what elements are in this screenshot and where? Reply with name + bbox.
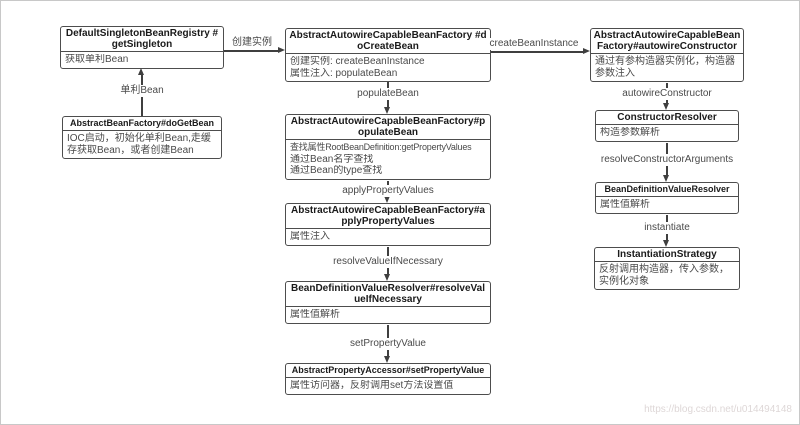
- arrow-up-icon: [138, 68, 144, 75]
- arrow-right-icon: [583, 48, 590, 54]
- node-autowire-constructor: AbstractAutowireCapableBeanFactory#autow…: [590, 28, 744, 82]
- edge-label-populate-bean: populateBean: [354, 88, 422, 100]
- edge-label-resolve-value-if-necessary: resolveValueIfNecessary: [330, 256, 446, 268]
- node-body: 反射调用构造器，传入参数，实例化对象: [595, 262, 739, 289]
- node-title: AbstractPropertyAccessor#setPropertyValu…: [286, 364, 490, 378]
- node-set-property-value: AbstractPropertyAccessor#setPropertyValu…: [285, 363, 491, 395]
- arrow-down-icon: [384, 274, 390, 281]
- node-bean-definition-value-resolver: BeanDefinitionValueResolver 属性值解析: [595, 182, 739, 214]
- arrow-down-icon: [384, 356, 390, 363]
- node-resolve-value-if-necessary: BeanDefinitionValueResolver#resolveValue…: [285, 281, 491, 324]
- edge-line-create-bean-instance: [491, 51, 583, 53]
- node-title: AbstractAutowireCapableBeanFactory#autow…: [591, 29, 743, 54]
- node-body-line: 获取单利Bean: [65, 54, 129, 65]
- node-title: InstantiationStrategy: [595, 248, 739, 262]
- arrow-right-icon: [278, 47, 285, 53]
- arrow-down-icon: [663, 240, 669, 247]
- node-body: 通过有参构造器实例化，构造器参数注入: [591, 54, 743, 81]
- node-constructor-resolver: ConstructorResolver 构造参数解析: [595, 110, 739, 142]
- edge-label-create-bean-instance: createBeanInstance: [486, 38, 582, 50]
- edge-line-create-instance: [224, 50, 278, 52]
- node-do-get-bean: AbstractBeanFactory#doGetBean IOC启动，初始化单…: [62, 116, 222, 159]
- node-body-line: 属性值解析: [600, 199, 650, 210]
- node-populate-bean: AbstractAutowireCapableBeanFactory#popul…: [285, 114, 491, 180]
- node-apply-property-values: AbstractAutowireCapableBeanFactory#apply…: [285, 203, 491, 246]
- node-do-create-bean: AbstractAutowireCapableBeanFactory #doCr…: [285, 28, 491, 82]
- arrow-down-icon: [663, 175, 669, 182]
- node-body: 属性值解析: [596, 197, 738, 213]
- node-body: 创建实例: createBeanInstance 属性注入: populateB…: [286, 54, 490, 81]
- node-title: BeanDefinitionValueResolver#resolveValue…: [286, 282, 490, 307]
- node-body: 获取单利Bean: [61, 52, 223, 68]
- node-body-line: 属性访问器，反射调用set方法设置值: [290, 380, 454, 391]
- node-title: ConstructorResolver: [596, 111, 738, 125]
- edge-label-instantiate: instantiate: [641, 222, 693, 234]
- edge-label-resolve-constructor-arguments: resolveConstructorArguments: [597, 154, 737, 166]
- node-body-line: 通过有参构造器实例化，构造器参数注入: [595, 56, 735, 79]
- edge-label-set-property-value: setPropertyValue: [347, 338, 429, 350]
- node-body: IOC启动，初始化单利Bean,走缓存获取Bean，或者创建Bean: [63, 131, 221, 158]
- node-body-line: 属性注入: populateBean: [290, 67, 398, 79]
- node-title: AbstractAutowireCapableBeanFactory#apply…: [286, 204, 490, 229]
- node-title: AbstractAutowireCapableBeanFactory#popul…: [286, 115, 490, 140]
- arrow-down-icon: [384, 196, 390, 203]
- node-body-line: 构造参数解析: [600, 127, 660, 138]
- arrow-down-icon: [384, 107, 390, 114]
- node-body-line: 查找属性RootBeanDefinition:getPropertyValues: [290, 142, 472, 152]
- node-body-line: 反射调用构造器，传入参数，实例化对象: [599, 264, 729, 287]
- node-body-line: 属性值解析: [290, 309, 340, 320]
- node-get-singleton: DefaultSingletonBeanRegistry #getSinglet…: [60, 26, 224, 69]
- node-title: BeanDefinitionValueResolver: [596, 183, 738, 197]
- edge-label-apply-property-values: applyPropertyValues: [339, 185, 437, 197]
- node-body: 属性注入: [286, 229, 490, 245]
- node-title: DefaultSingletonBeanRegistry #getSinglet…: [61, 27, 223, 52]
- edge-label-singleton-bean: 单利Bean: [117, 85, 167, 97]
- watermark: https://blog.csdn.net/u014494148: [644, 404, 792, 415]
- node-body-line: 创建实例: createBeanInstance: [290, 56, 425, 67]
- edge-label-create-instance: 创建实例: [229, 37, 275, 49]
- node-title: AbstractAutowireCapableBeanFactory #doCr…: [286, 29, 490, 54]
- node-body: 构造参数解析: [596, 125, 738, 141]
- node-body-line: 通过Bean的type查找: [290, 165, 383, 176]
- node-title: AbstractBeanFactory#doGetBean: [63, 117, 221, 131]
- node-body-line: 属性注入: [290, 231, 330, 242]
- edge-label-autowire-constructor: autowireConstructor: [619, 88, 715, 100]
- node-body: 属性值解析: [286, 307, 490, 323]
- node-instantiation-strategy: InstantiationStrategy 反射调用构造器，传入参数，实例化对象: [594, 247, 740, 290]
- node-body: 查找属性RootBeanDefinition:getPropertyValues…: [286, 140, 490, 179]
- node-body: 属性访问器，反射调用set方法设置值: [286, 378, 490, 394]
- node-body-line: IOC启动，初始化单利Bean,走缓存获取Bean，或者创建Bean: [67, 133, 211, 156]
- arrow-down-icon: [663, 103, 669, 110]
- node-body-line: 通过Bean名字查找: [290, 153, 374, 165]
